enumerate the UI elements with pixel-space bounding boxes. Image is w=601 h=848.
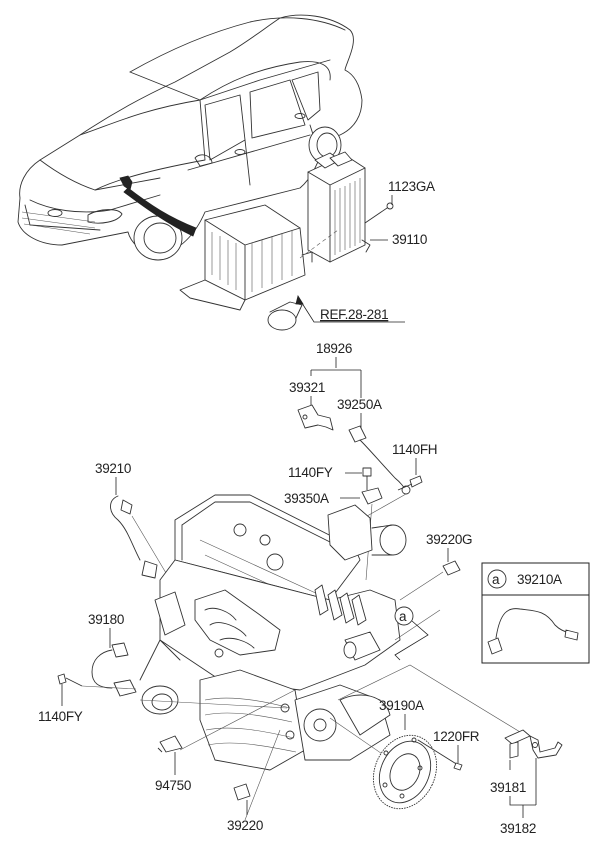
ecu-illustration: [299, 151, 394, 263]
oxygen-sensor-connector-icon: [487, 637, 503, 655]
part-label-39210[interactable]: 39210: [95, 461, 131, 476]
part-label-1140FH[interactable]: 1140FH: [392, 442, 438, 457]
reference-link[interactable]: REF.28-281: [320, 307, 389, 322]
reference-arrow-icon: [295, 294, 304, 305]
callout-box-39210A: a 39210A: [481, 562, 590, 664]
part-label-18926[interactable]: 18926: [316, 341, 352, 356]
part-label-39321[interactable]: 39321: [289, 380, 325, 395]
bolt-illustration: [397, 475, 423, 491]
car-illustration: [17, 14, 363, 261]
callout-box-marker: [487, 569, 507, 589]
engine-illustration: [139, 494, 407, 771]
part-label-39220[interactable]: 39220: [227, 818, 263, 833]
bolt-illustration: [453, 762, 463, 771]
bracket-illustration: [297, 404, 334, 431]
part-label-1140FY-cam[interactable]: 1140FY: [288, 465, 333, 480]
knock-sensor-illustration: [348, 425, 411, 495]
bolt-illustration: [362, 467, 372, 490]
part-label-39250A[interactable]: 39250A: [337, 397, 382, 412]
temp-sensor-illustration: [233, 783, 251, 801]
sensor-bracket-illustration: [504, 729, 563, 759]
temp-sensor-g-illustration: [442, 560, 461, 576]
part-label-1220FR[interactable]: 1220FR: [433, 729, 480, 744]
cam-sensor-illustration: [361, 487, 383, 505]
part-label-39190A[interactable]: 39190A: [379, 698, 424, 713]
part-label-39182[interactable]: 39182: [500, 821, 536, 836]
location-marker-icon: [119, 175, 133, 191]
part-label-39220G[interactable]: 39220G: [426, 532, 473, 547]
part-label-1123GA[interactable]: 1123GA: [388, 179, 435, 194]
oxygen-sensor-illustration: [110, 495, 158, 579]
part-label-39110[interactable]: 39110: [392, 232, 427, 247]
part-label-39350A[interactable]: 39350A: [284, 491, 329, 506]
callout-box-marker-text: a: [492, 572, 500, 587]
part-label-94750[interactable]: 94750: [155, 778, 191, 793]
callout-marker-a[interactable]: [394, 606, 414, 626]
bolt-illustration: [57, 673, 83, 687]
oxygen-sensor-tip-icon: [564, 629, 579, 641]
part-label-39210A[interactable]: 39210A: [517, 572, 562, 587]
part-label-39181[interactable]: 39181: [490, 780, 526, 795]
oil-pressure-switch-illustration: [157, 735, 183, 753]
target-wheel-illustration: [372, 734, 438, 810]
location-arrow-icon: [123, 187, 197, 237]
callout-marker-text: a: [399, 609, 407, 624]
part-label-1140FY-crank[interactable]: 1140FY: [38, 709, 83, 724]
part-label-39180[interactable]: 39180: [88, 612, 124, 627]
crank-sensor-illustration: [91, 642, 137, 697]
air-cleaner-illustration: [179, 204, 306, 331]
